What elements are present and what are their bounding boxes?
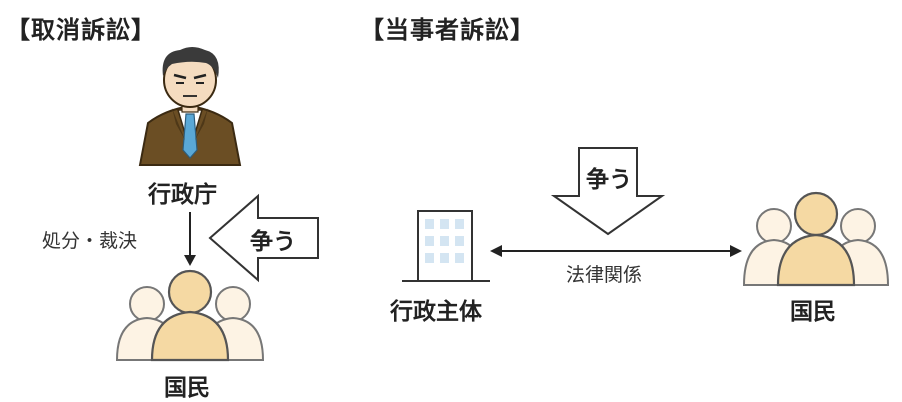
entity-label: 行政主体 (390, 299, 482, 325)
people-group-icon (742, 191, 890, 287)
businessman-icon (138, 47, 242, 166)
left-panel-title: 【取消訴訟】 (6, 16, 156, 44)
people-label-left: 国民 (164, 375, 210, 401)
people-label-right: 国民 (790, 299, 836, 325)
people-group-icon (115, 269, 265, 362)
right-panel-title: 【当事者訴訟】 (360, 16, 535, 44)
dispute-label-right: 争う (586, 167, 632, 193)
building-icon (402, 210, 490, 282)
action-label: 処分・裁決 (42, 230, 138, 252)
dispute-label-left: 争う (250, 229, 296, 255)
dispute-arrow-left (208, 193, 319, 283)
action-arrow (184, 212, 196, 266)
official-label: 行政庁 (148, 182, 217, 208)
relation-arrow (490, 245, 742, 257)
relation-label: 法律関係 (566, 264, 643, 286)
dispute-arrow-down (550, 147, 666, 236)
